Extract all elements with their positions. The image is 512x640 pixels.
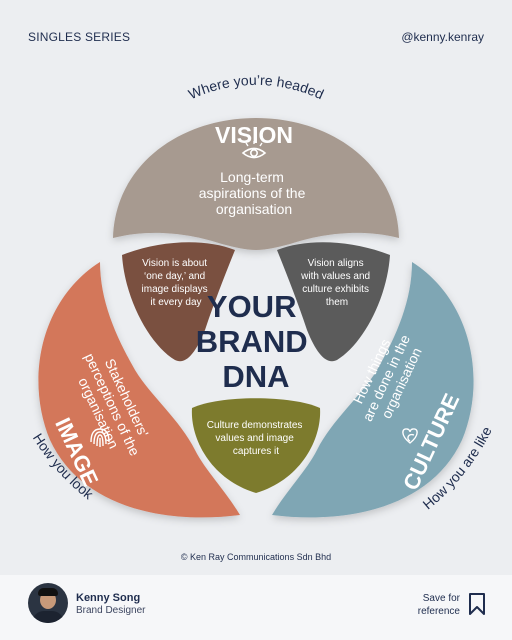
svg-text:Culture demonstrates value: Culture demonstrates values and image ca…	[207, 420, 305, 457]
bookmark-icon[interactable]	[468, 593, 486, 615]
author-name: Kenny Song	[76, 592, 141, 604]
vision-caption: Where you’re headed	[186, 72, 326, 103]
vision-image-text-line: it every day	[150, 297, 201, 308]
culture-segment	[272, 262, 474, 518]
svg-text:Where you’re headed: Where you’re headed	[186, 72, 326, 103]
image-culture-overlap	[191, 398, 321, 493]
image-segment	[38, 262, 240, 518]
save-for-reference-label[interactable]: Save for reference	[418, 592, 460, 618]
vision-image-text-line: Vision is about	[142, 258, 207, 269]
svg-text:YOUR BRAND DNA: YOUR BRAND DNA	[196, 289, 317, 394]
vision-culture-text-line: Vision aligns	[308, 258, 364, 269]
author-role: Brand Designer	[76, 605, 146, 616]
copyright-text: © Ken Ray Communications Sdn Bhd	[181, 552, 331, 562]
vision-culture-text-line: with values and	[300, 271, 370, 282]
footer-bar: Kenny Song Brand Designer Save for refer…	[0, 575, 512, 640]
vision-text-line: Long-term	[220, 169, 284, 185]
vision-culture-text-line: culture exhibits	[302, 284, 369, 295]
vision-heading: VISION	[215, 122, 293, 148]
author-handle: @kenny.kenray	[401, 30, 484, 44]
vision-segment	[113, 118, 399, 250]
series-label: SINGLES SERIES	[28, 30, 131, 44]
eye-icon	[241, 141, 267, 159]
heart-icon	[402, 428, 418, 444]
center-title-line: DNA	[222, 359, 289, 394]
vision-text-line: organisation	[216, 201, 292, 217]
center-title-line: YOUR	[207, 289, 297, 324]
vision-culture-text-line: them	[326, 297, 348, 308]
vision-image-text-line: image displays	[142, 284, 208, 295]
fingerprint-icon	[90, 428, 110, 447]
vision-image-overlap	[122, 242, 235, 362]
svg-text:Long-term aspirations of t: Long-term aspirations of the organisatio…	[199, 169, 310, 217]
vision-culture-overlap	[277, 242, 390, 362]
vision-text-line: aspirations of the	[199, 185, 306, 201]
center-title-line: BRAND	[196, 324, 308, 359]
image-culture-text-line: Culture demonstrates	[207, 420, 303, 431]
svg-text:Vision is about ‘one day,’: Vision is about ‘one day,’ and image dis…	[142, 258, 211, 308]
image-culture-text-line: captures it	[233, 446, 279, 457]
image-culture-text-line: values and image	[215, 433, 294, 444]
vision-image-text-line: ‘one day,’ and	[144, 271, 205, 282]
save-line: Save for	[422, 593, 460, 604]
save-line: reference	[417, 606, 460, 617]
svg-text:Vision aligns with values: Vision aligns with values and culture ex…	[300, 258, 373, 308]
avatar-photo	[28, 583, 68, 623]
